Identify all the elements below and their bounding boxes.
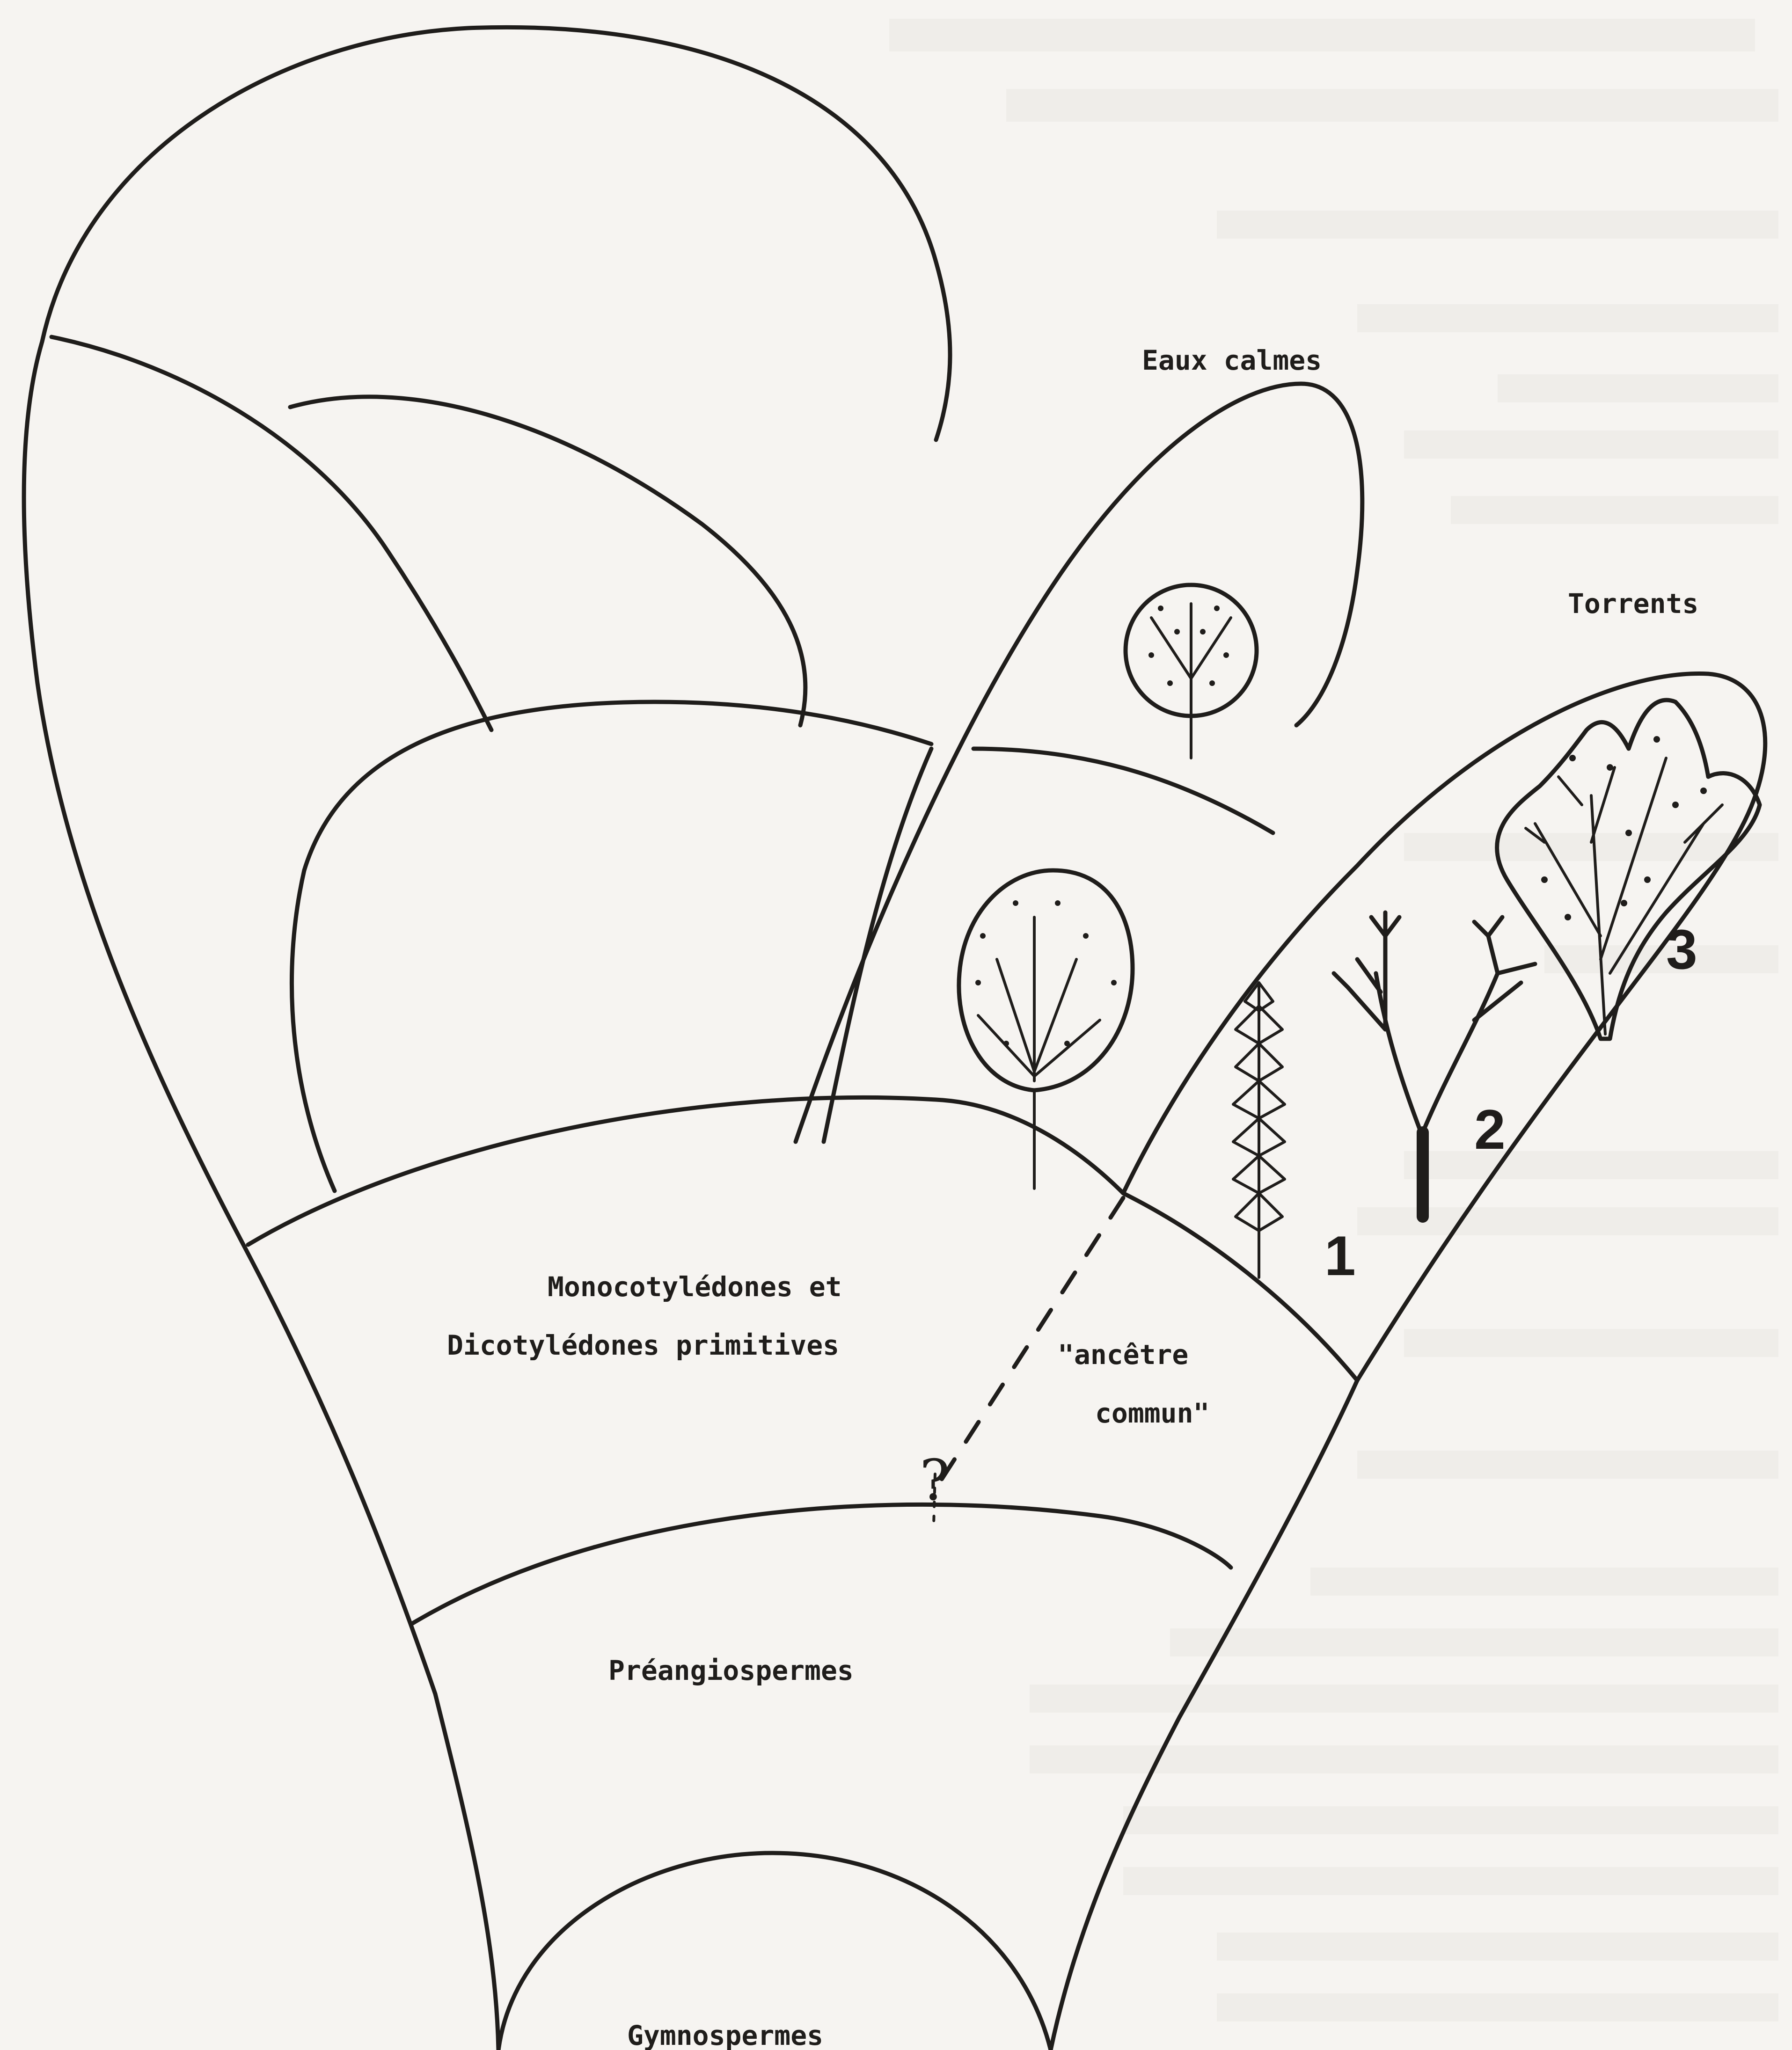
number-1: 1: [1324, 1225, 1356, 1287]
label-preangiospermes: Préangiospermes: [608, 1655, 854, 1686]
label-eaux-calmes: Eaux calmes: [1142, 344, 1322, 376]
label-question-mark: ?: [920, 1448, 950, 1513]
label-torrents: Torrents: [1568, 588, 1698, 620]
label-monocot-line1: Monocotylédones et: [548, 1271, 842, 1303]
label-ancetre-line1: "ancêtre: [1058, 1339, 1188, 1371]
label-gymnospermes: Gymnospermes: [627, 2020, 823, 2050]
label-ancetre-line2: commun": [1095, 1397, 1209, 1429]
number-3: 3: [1666, 918, 1697, 981]
number-2: 2: [1474, 1098, 1506, 1161]
label-monocot-line2: Dicotylédones primitives: [447, 1329, 839, 1361]
